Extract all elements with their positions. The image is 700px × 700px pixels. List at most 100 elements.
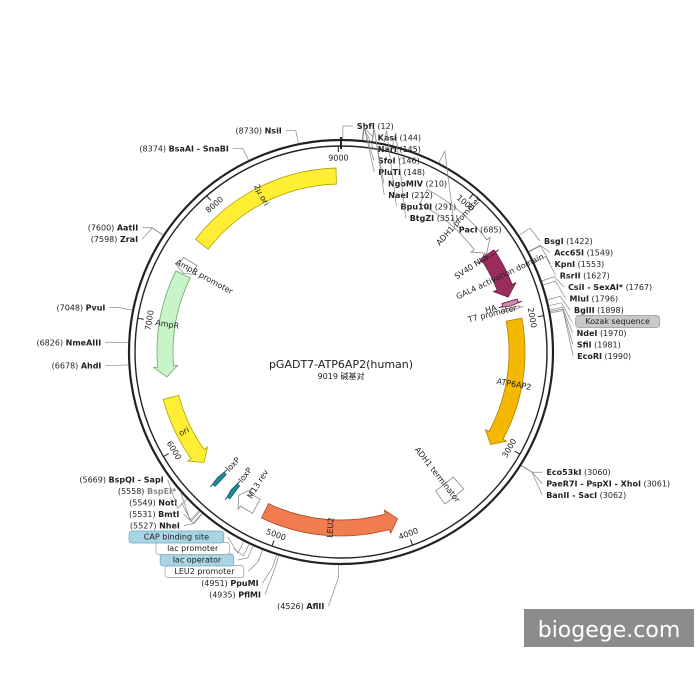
feature-atp6ap2: [484, 317, 526, 446]
site-pos-nari: (145): [399, 145, 421, 154]
site-pos-acc65i: (1549): [587, 248, 614, 257]
site-label-banii-saci: BanII - SacI (3062): [546, 491, 626, 500]
site-pos-paci: (685): [480, 225, 502, 234]
feature-ori: [162, 394, 209, 463]
site-label-bglii: BglII (1898): [574, 306, 624, 315]
feature-label-loxp: loxP: [237, 466, 254, 485]
badge-label-lac-promoter: lac promoter: [167, 544, 219, 553]
site-label-nhei: (5527) NheI: [130, 521, 180, 530]
site-name-rsrii: RsrII: [560, 271, 581, 280]
site-pos-bspei: (5558): [118, 487, 145, 496]
site-name-banii-saci: BanII - SacI: [546, 491, 597, 500]
site-name-bspqi-sapi: BspQI - SapI: [109, 475, 164, 484]
site-leader-btgzi: [392, 132, 407, 219]
site-leader-ecori: [550, 310, 574, 357]
site-pos-nmeaiii: (6826): [36, 338, 63, 347]
site-leader-pvui: [109, 307, 133, 311]
site-leader-bglii: [547, 296, 571, 311]
site-pos-nsii: (8730): [235, 126, 262, 135]
tick-label: 5000: [265, 527, 287, 542]
site-pos-csii-sexai: (1767): [626, 283, 653, 292]
feature-label-loxp-2: loxP: [224, 455, 242, 473]
backbone-outer-ring: [127, 138, 555, 566]
site-label-pflmi: (4935) PflMI: [209, 590, 261, 599]
site-label-nsii: (8730) NsiI: [235, 126, 281, 135]
site-label-csii-sexai: CsiI - SexAI* (1767): [568, 283, 652, 292]
site-name-bspei: BspEI*: [147, 487, 177, 496]
site-leader-eco53ki: [521, 465, 543, 473]
site-leader-aatii: [142, 227, 164, 236]
site-label-naei: NaeI (212): [388, 191, 433, 200]
site-name-nmeaiii: NmeAIII: [66, 338, 102, 347]
site-pos-pluti: (148): [404, 168, 426, 177]
site-label-ngomiv: NgoMIV (210): [388, 179, 447, 188]
site-leader-sbfi: [342, 125, 353, 140]
feature-loxp: [224, 480, 241, 501]
site-label-kpni: KpnI (1553): [555, 260, 605, 269]
tick-label: 4000: [397, 526, 419, 542]
site-name-paer7i-pspxi-xhoi: PaeR7I - PspXI - XhoI: [546, 479, 641, 488]
site-leader-bpu10i: [383, 130, 397, 207]
site-leader-ahdi: [105, 364, 129, 366]
site-pos-bsgi: (1422): [566, 237, 593, 246]
site-label-aatii: (7600) AatII: [88, 223, 139, 232]
site-label-eco53ki: Eco53kI (3060): [546, 468, 610, 477]
tick-mark: [137, 317, 144, 320]
site-label-bmti: (5531) BmtI: [129, 510, 179, 519]
site-pos-ecori: (1990): [605, 352, 632, 361]
site-pos-mlui: (1796): [591, 294, 618, 303]
feature-adh1-terminator: [435, 476, 465, 505]
site-pos-paer7i-pspxi-xhoi: (3061): [643, 479, 670, 488]
site-name-ngomiv: NgoMIV: [388, 179, 424, 188]
site-label-nari: NarI (145): [378, 145, 421, 154]
site-leader-pluti: [362, 127, 375, 173]
backbone-inner-ring: [134, 145, 548, 559]
feature-m13-rev: [237, 488, 261, 514]
feature-t7-promoter: [500, 305, 524, 313]
site-pos-aatii: (7600): [88, 223, 115, 232]
site-label-aflii: (4526) AflII: [277, 602, 324, 611]
site-pos-ahdi: (6678): [52, 361, 79, 370]
feature-label-ha: HA: [484, 303, 498, 315]
tick-mark: [514, 450, 521, 455]
site-name-sfii: SfiI: [577, 340, 592, 349]
site-leader-zrai: [141, 227, 164, 240]
tick-mark: [537, 315, 544, 318]
site-name-sbfi: SbfI: [357, 122, 375, 131]
site-pos-rsrii: (1627): [583, 271, 610, 280]
site-name-nari: NarI: [378, 145, 397, 154]
site-label-btgzi: BtgZI (351): [410, 214, 459, 223]
site-name-pluti: PluTI: [378, 168, 401, 177]
site-name-aatii: AatII: [117, 223, 138, 232]
feature-ampr: [152, 270, 191, 378]
site-name-ecori: EcoRI: [577, 352, 602, 361]
site-label-pluti: PluTI (148): [378, 168, 425, 177]
feature-label-ori: ori: [177, 425, 190, 438]
feature-label-ampr: AmpR: [155, 318, 180, 331]
site-leader-bsaai-snabi: [232, 148, 249, 161]
feature-ampr-promoter: [174, 256, 198, 276]
tick-mark: [468, 193, 474, 199]
site-pos-zrai: (7598): [91, 235, 118, 244]
site-leader-paer7i-pspxi-xhoi: [521, 465, 543, 484]
feature-leu2: [261, 503, 399, 537]
site-name-sfoi: SfoI: [378, 156, 396, 165]
plasmid-title: pGADT7-ATP6AP2(human): [269, 358, 413, 371]
site-leader-aflii: [328, 564, 339, 607]
site-name-bglii: BglII: [574, 306, 595, 315]
site-label-bsgi: BsgI (1422): [544, 237, 593, 246]
site-name-mlui: MluI: [570, 294, 589, 303]
feature-label-leu2: LEU2: [325, 517, 335, 538]
site-pos-bsaai-snabi: (8374): [139, 144, 166, 153]
badge-label-leu2-promoter: LEU2 promoter: [174, 567, 235, 576]
site-pos-banii-saci: (3062): [600, 491, 627, 500]
feature-label-adh1-terminator: ADH1 terminator: [413, 445, 462, 504]
site-name-kpni: KpnI: [555, 260, 576, 269]
site-label-ndei: NdeI (1970): [577, 329, 627, 338]
badge-kozak-sequence: [575, 315, 661, 328]
site-label-paci: PacI (685): [459, 225, 502, 234]
site-leader-leu2-promoter: [247, 549, 264, 572]
site-label-zrai: (7598) ZraI: [91, 235, 138, 244]
site-name-nsii: NsiI: [265, 126, 282, 135]
